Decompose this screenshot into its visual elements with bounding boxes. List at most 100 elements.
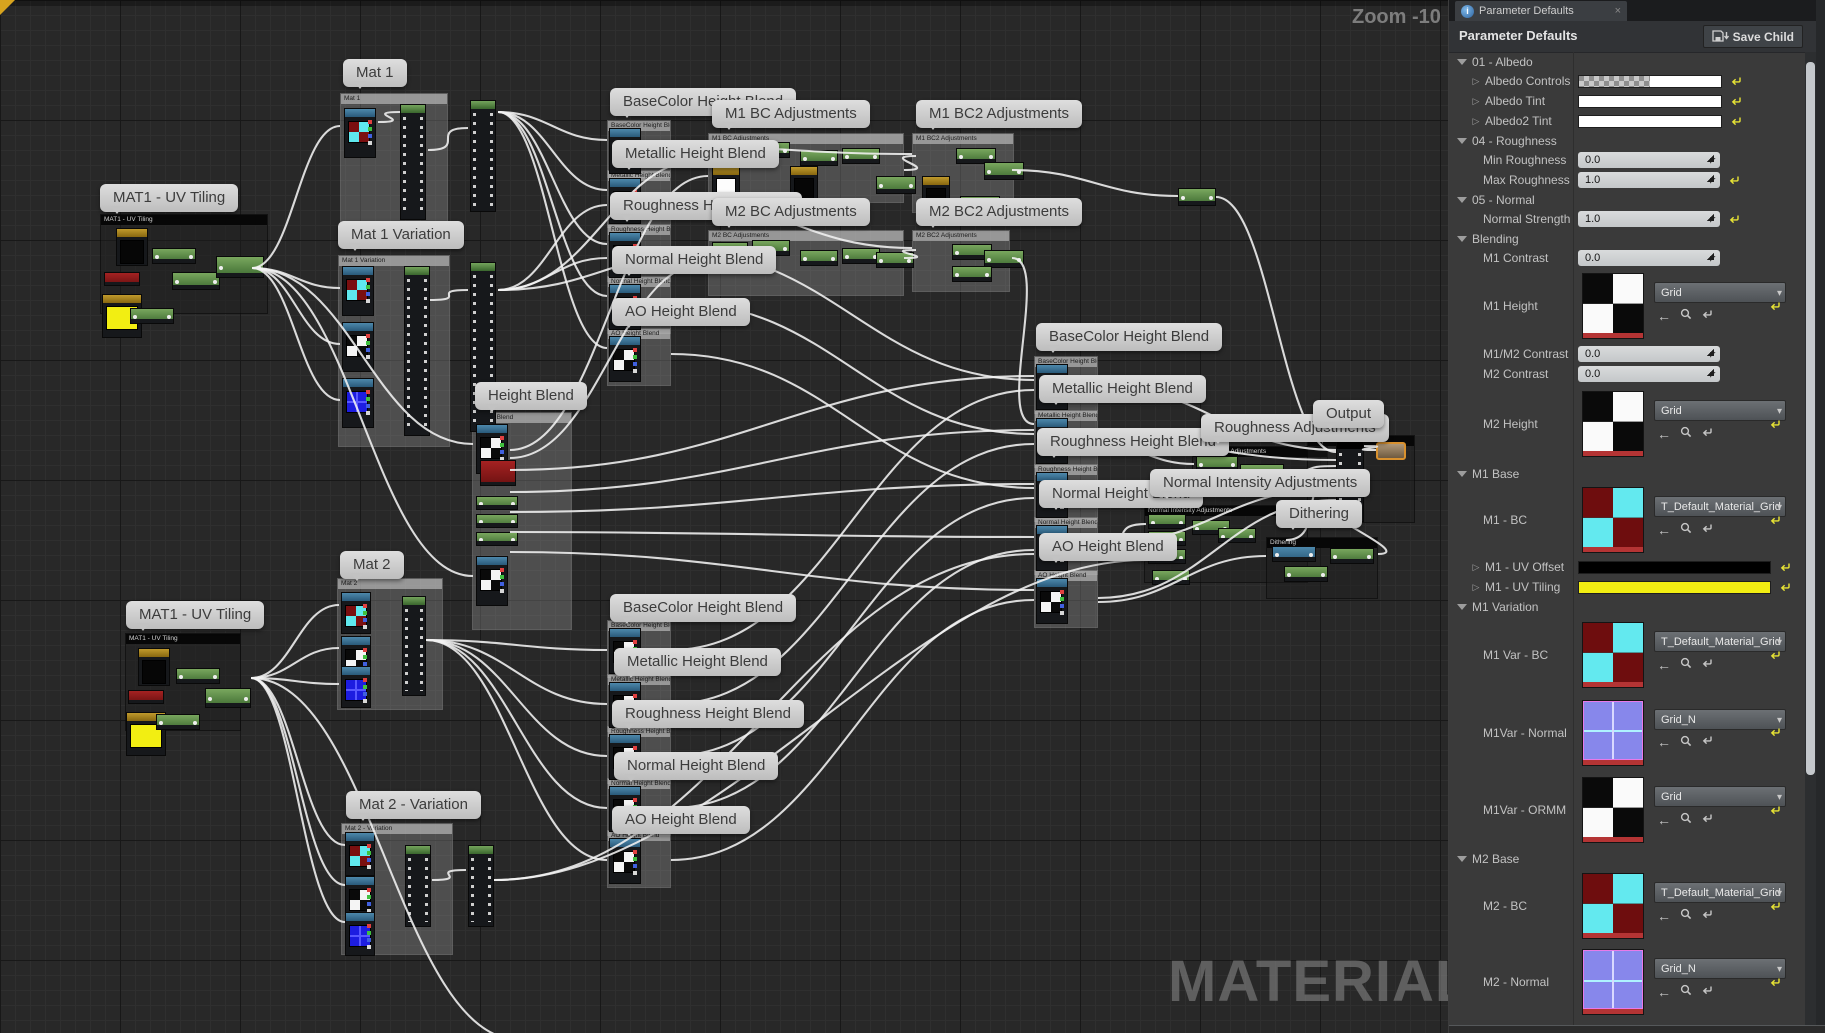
function-node[interactable] [876, 252, 914, 268]
texture-dropdown[interactable]: T_Default_Material_Grid▾ [1654, 631, 1786, 652]
reset-to-default-button[interactable] [1769, 727, 1781, 738]
browse-to-asset-icon[interactable] [1680, 812, 1692, 827]
wire[interactable] [1097, 554, 1267, 604]
reset-to-default-button[interactable] [1769, 805, 1781, 816]
texture-dropdown[interactable]: T_Default_Material_Grid▾ [1654, 882, 1786, 903]
material-function-node[interactable] [404, 266, 430, 436]
spinner-drag-icon[interactable] [1707, 349, 1717, 359]
param-row-04-roughness[interactable]: 04 - Roughness [1449, 131, 1809, 150]
spinner-drag-icon[interactable] [1707, 253, 1717, 263]
wire[interactable] [250, 676, 346, 887]
function-node[interactable] [984, 162, 1024, 180]
wire[interactable] [250, 676, 346, 924]
reset-to-default-button[interactable] [1779, 562, 1791, 573]
texture-thumbnail[interactable] [1582, 873, 1644, 939]
reset-asset-icon[interactable] [1701, 985, 1713, 999]
function-node[interactable] [130, 308, 174, 324]
wire[interactable] [250, 676, 346, 847]
texture-dropdown[interactable]: T_Default_Material_Grid▾ [1654, 496, 1786, 517]
comment-bubble-mat1-uv-tiling[interactable]: MAT1 - UV Tiling [100, 184, 239, 214]
color-swatch-bar[interactable] [1578, 94, 1722, 108]
texture-thumbnail[interactable] [1582, 391, 1644, 457]
wire[interactable] [509, 550, 1035, 592]
comment-bubble-normal-height-blend[interactable]: Normal Height Blend [614, 752, 779, 782]
browse-to-asset-icon[interactable] [1680, 522, 1692, 537]
comment-bubble-roughness-height-blend[interactable]: Roughness Height Blend [1037, 428, 1229, 458]
tab-parameter-defaults[interactable]: i Parameter Defaults × [1455, 1, 1627, 21]
comment-bubble-m1-bc-adjustments[interactable]: M1 BC Adjustments [712, 100, 870, 130]
texture-dropdown[interactable]: Grid▾ [1654, 282, 1786, 303]
function-node[interactable] [156, 714, 200, 730]
comment-bubble-mat-2[interactable]: Mat 2 [340, 551, 404, 581]
texture-sample-node[interactable] [344, 108, 376, 158]
use-selected-asset-icon[interactable]: ← [1657, 307, 1671, 324]
texture-sample-node[interactable] [476, 556, 508, 606]
wire[interactable] [425, 638, 608, 862]
wire[interactable] [250, 603, 340, 680]
texture-thumbnail[interactable] [1582, 622, 1644, 688]
wire[interactable] [509, 428, 1035, 494]
param-row-m1-variation[interactable]: M1 Variation [1449, 597, 1809, 616]
expander-expanded-icon[interactable] [1457, 137, 1467, 144]
wire[interactable] [670, 548, 1035, 810]
wire[interactable] [425, 638, 608, 652]
wire[interactable] [427, 126, 469, 152]
comment-bubble-mat-1[interactable]: Mat 1 [343, 59, 407, 89]
value-spinbox[interactable]: 0.0 [1578, 346, 1720, 362]
wire[interactable] [509, 530, 1035, 539]
comment-bubble-basecolor-height-blend[interactable]: BaseColor Height Blend [1036, 323, 1223, 353]
function-node[interactable] [476, 496, 518, 510]
texture-sample-node[interactable] [1036, 578, 1068, 624]
param-row-albedo-tint[interactable]: ▷Albedo Tint [1449, 91, 1809, 111]
param-row-m2-base[interactable]: M2 Base [1449, 849, 1809, 868]
reset-asset-icon[interactable] [1701, 658, 1713, 672]
texture-thumbnail[interactable] [1582, 777, 1644, 843]
comment-bubble-height-blend[interactable]: Height Blend [475, 382, 587, 412]
function-node[interactable] [205, 688, 251, 708]
expander-collapsed-icon[interactable]: ▷ [1472, 581, 1480, 592]
param-row-albedo-controls[interactable]: ▷Albedo Controls [1449, 71, 1809, 91]
material-result-node[interactable] [1376, 442, 1406, 460]
function-node[interactable] [216, 256, 264, 278]
reset-asset-icon[interactable] [1701, 523, 1713, 537]
browse-to-asset-icon[interactable] [1680, 984, 1692, 999]
expander-expanded-icon[interactable] [1457, 470, 1467, 477]
panel-scrollbar-thumb[interactable] [1806, 62, 1815, 775]
texture-sample-node[interactable] [609, 336, 641, 382]
value-spinbox[interactable]: 0.0 [1578, 250, 1720, 266]
comment-bubble-ao-height-blend[interactable]: AO Height Blend [1039, 533, 1177, 563]
function-node[interactable] [1284, 566, 1328, 582]
comment-bubble-dithering[interactable]: Dithering [1276, 500, 1363, 530]
use-selected-asset-icon[interactable]: ← [1657, 521, 1671, 538]
wire[interactable] [901, 248, 919, 260]
wire[interactable] [1011, 168, 1179, 198]
wire[interactable] [497, 203, 608, 292]
function-node[interactable] [172, 272, 220, 290]
function-node[interactable] [800, 250, 838, 266]
texture-sample-node[interactable] [345, 912, 375, 956]
comment-bubble-mat-1-variation[interactable]: Mat 1 Variation [338, 221, 464, 251]
wire[interactable] [497, 110, 608, 350]
expander-collapsed-icon[interactable]: ▷ [1472, 561, 1480, 572]
color-swatch-bar[interactable] [1578, 74, 1722, 88]
color-swatch-bar[interactable] [1578, 114, 1722, 128]
function-node[interactable] [176, 668, 220, 684]
texture-sample-node[interactable] [342, 266, 374, 316]
wire[interactable] [670, 388, 1035, 652]
param-row-m1-uv-offset[interactable]: ▷M1 - UV Offset [1449, 557, 1809, 577]
wire[interactable] [1361, 444, 1379, 452]
comment-bubble-mat-2-variation[interactable]: Mat 2 - Variation [346, 791, 481, 821]
spinner-drag-icon[interactable] [1707, 175, 1717, 185]
reset-asset-icon[interactable] [1701, 735, 1713, 749]
browse-to-asset-icon[interactable] [1680, 908, 1692, 923]
function-node[interactable] [876, 176, 916, 194]
comment-bubble-roughness-height-blend[interactable]: Roughness Height Blend [612, 700, 804, 730]
